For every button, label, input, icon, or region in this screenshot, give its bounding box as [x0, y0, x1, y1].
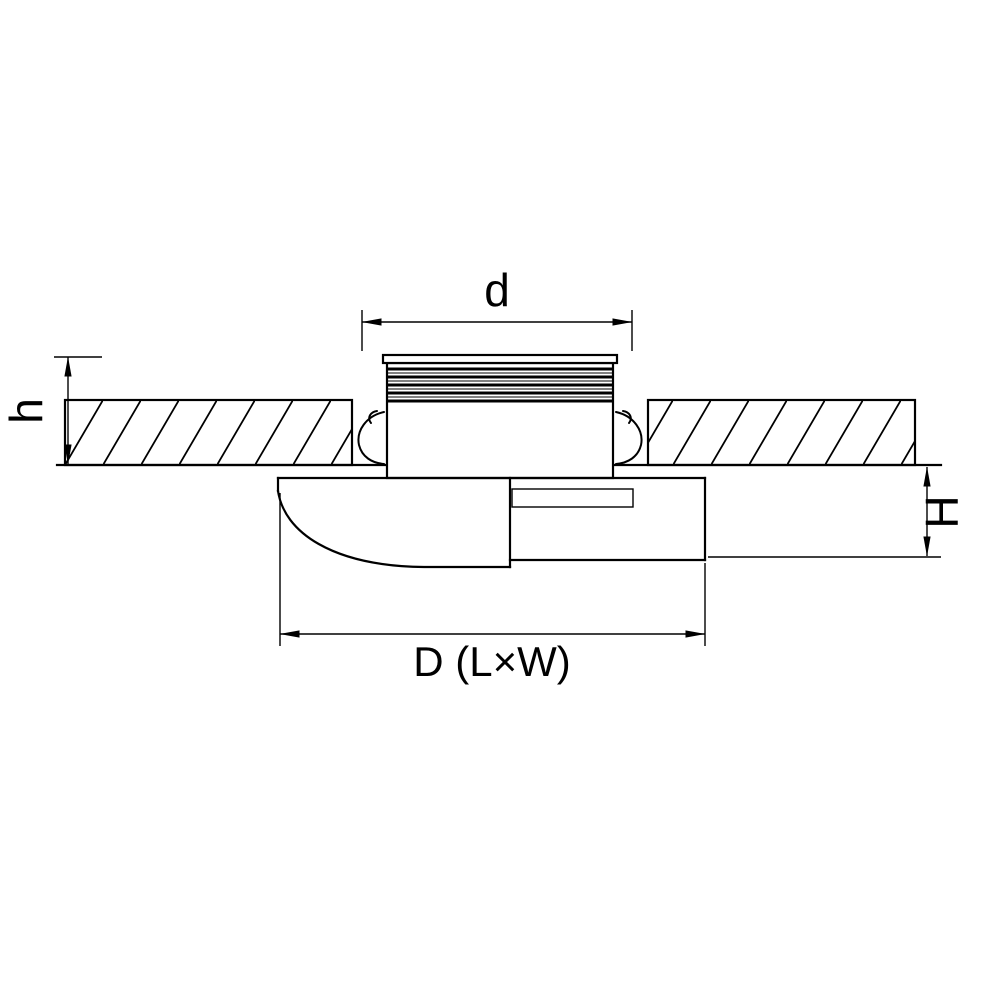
dimension-H: H — [708, 466, 968, 558]
ceiling-panel-left — [63, 398, 354, 467]
ceiling-panel-right — [646, 398, 917, 467]
spring-clip-right — [615, 411, 643, 465]
housing-body — [385, 361, 615, 480]
trim-step-detail — [511, 488, 634, 508]
trim-dome-curve — [276, 489, 512, 569]
spring-clip-left — [357, 411, 385, 465]
dimension-h-label: h — [0, 398, 52, 424]
dimension-D: D (L×W) — [279, 493, 706, 685]
ceiling-section — [55, 398, 943, 467]
dimension-h: h — [0, 356, 102, 465]
spring-clips — [357, 410, 643, 465]
trim-bezel — [276, 476, 707, 569]
housing-top-cap — [381, 353, 619, 365]
heatsink-housing — [381, 353, 619, 480]
dimension-H-label: H — [916, 495, 968, 528]
heatsink-fins — [387, 367, 613, 403]
spring-clip-right-hook — [622, 410, 632, 424]
dimension-d-label: d — [484, 264, 510, 316]
dimension-D-label: D (L×W) — [413, 638, 571, 685]
spring-clip-left-hook — [368, 410, 378, 424]
dimension-d: d — [361, 264, 633, 351]
